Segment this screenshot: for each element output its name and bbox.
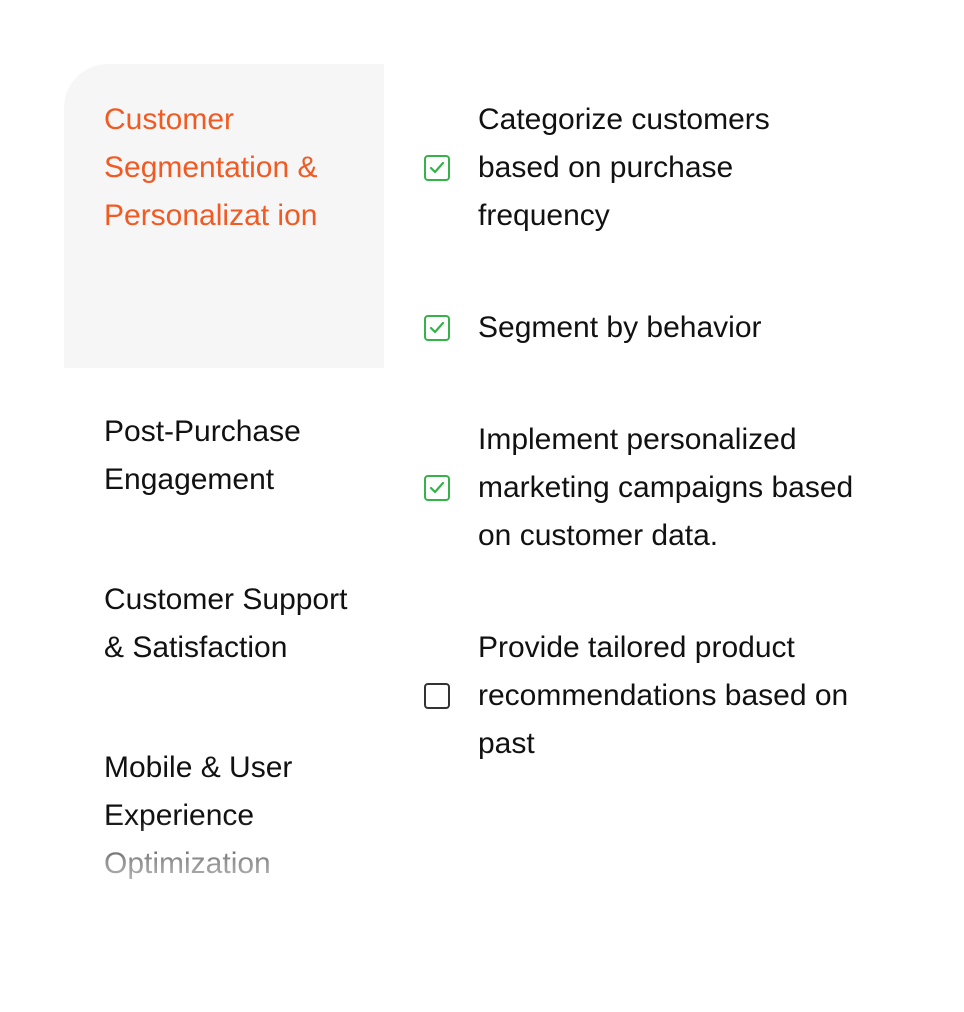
task-label: Categorize customers based on purchase f… (478, 103, 770, 232)
task-checkbox[interactable] (424, 475, 450, 501)
category-label: Customer Segmentation & Personalizat ion (104, 103, 318, 232)
check-icon (429, 321, 445, 334)
category-label: Mobile & User Experience Optimization (104, 751, 293, 880)
category-tab-mobile-ux[interactable]: Mobile & User Experience Optimization (64, 712, 384, 920)
task-item: Categorize customers based on purchase f… (424, 96, 864, 240)
category-label: Customer Support & Satisfaction (104, 583, 348, 664)
category-tab-post-purchase[interactable]: Post-Purchase Engagement (64, 376, 384, 536)
checklist-panel: Customer Segmentation & Personalizat ion… (64, 64, 904, 944)
task-checkbox[interactable] (424, 155, 450, 181)
task-checkbox[interactable] (424, 315, 450, 341)
check-icon (429, 481, 445, 494)
check-icon (429, 161, 445, 174)
task-checkbox[interactable] (424, 683, 450, 709)
category-nav: Customer Segmentation & Personalizat ion… (64, 64, 384, 880)
task-label: Implement personalized marketing campaig… (478, 423, 854, 552)
category-tab-customer-segmentation[interactable]: Customer Segmentation & Personalizat ion (64, 64, 384, 368)
category-tab-customer-support[interactable]: Customer Support & Satisfaction (64, 544, 384, 704)
task-label: Segment by behavior (478, 311, 762, 344)
task-label: Provide tailored product recommendations… (478, 631, 849, 760)
task-item: Segment by behavior (424, 304, 864, 352)
task-item: Implement personalized marketing campaig… (424, 416, 864, 560)
task-item: Provide tailored product recommendations… (424, 624, 864, 768)
task-list: Categorize customers based on purchase f… (424, 64, 864, 944)
category-label: Post-Purchase Engagement (104, 415, 301, 496)
